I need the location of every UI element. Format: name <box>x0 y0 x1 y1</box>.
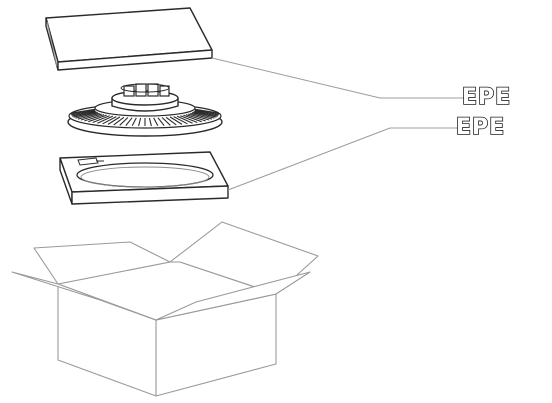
top-pad-label: EPE <box>462 85 511 110</box>
heat-sink-fin <box>169 116 183 125</box>
heat-sink-fin <box>183 114 202 123</box>
heat-sink-fin <box>185 114 206 122</box>
heat-sink-fin <box>92 115 110 124</box>
heat-sink-fin <box>80 113 102 121</box>
heat-sink-fin <box>157 117 165 126</box>
heat-sink-fin <box>193 111 217 118</box>
heat-sink-fin <box>148 117 152 127</box>
heat-sink-fin <box>190 112 213 120</box>
heat-sink-fin <box>194 109 220 115</box>
open-carton-box <box>11 221 319 397</box>
heat-sink-fin <box>125 117 133 126</box>
heat-sink-fin <box>153 117 159 127</box>
heat-sink-fin <box>102 116 117 125</box>
heat-sink-fin <box>84 114 105 122</box>
heat-sink-fin <box>161 117 171 126</box>
box-back-left-flap <box>33 241 171 285</box>
heat-sink-fin <box>191 112 215 119</box>
heat-sink-fins <box>70 108 220 127</box>
heat-sink-fin <box>138 117 142 127</box>
bottom-tray-label: EPE <box>456 115 505 140</box>
heat-sink-fin <box>88 114 107 123</box>
leader-line-bottom-tray <box>227 127 462 191</box>
heat-sink-fin <box>194 110 219 116</box>
heat-sink-fin <box>119 117 129 126</box>
leader-line-top-pad <box>211 57 470 99</box>
leader-lines <box>211 57 470 191</box>
heat-sink-fin <box>75 112 99 119</box>
heat-sink-fin <box>71 110 96 116</box>
heat-sink-fin <box>165 116 177 126</box>
ufo-light-fixture <box>67 83 223 137</box>
heat-sink-fin <box>188 113 210 121</box>
heat-sink-fin <box>71 108 96 114</box>
heat-sink-fin <box>176 115 193 124</box>
heat-sink-fin <box>107 116 121 125</box>
heat-sink-fin <box>113 116 125 126</box>
bottom-epe-foam-tray <box>59 151 229 205</box>
heat-sink-fin <box>73 111 97 118</box>
heat-sink-fin <box>194 110 219 117</box>
heat-sink-fin <box>194 108 219 114</box>
heat-sink-fin <box>70 109 96 115</box>
heat-sink-fin <box>180 115 198 124</box>
box-front-right-flap <box>155 271 311 321</box>
heat-sink-fin <box>71 110 96 117</box>
heat-sink-fin <box>131 117 137 127</box>
heat-sink-fin <box>97 115 114 124</box>
top-epe-foam-pad <box>45 7 213 71</box>
heat-sink-fin <box>77 112 100 120</box>
box-front-left-flap <box>11 271 157 321</box>
heat-sink-fin <box>173 116 188 125</box>
